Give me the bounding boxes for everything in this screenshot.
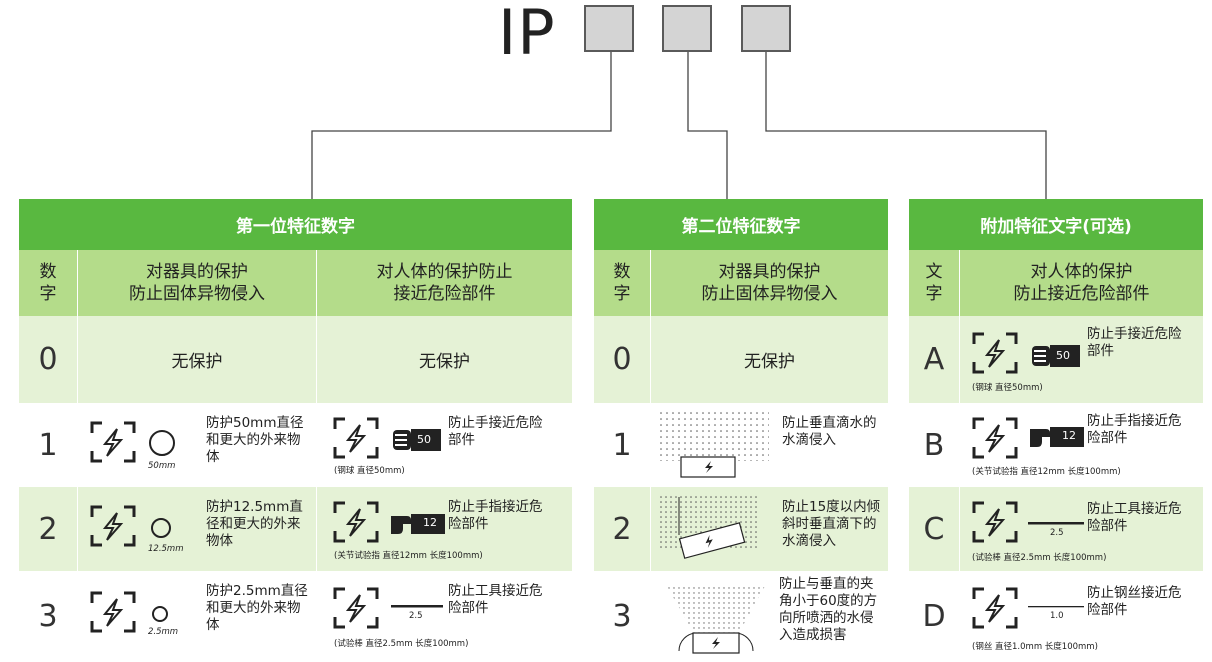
circle-probe-icon	[152, 606, 168, 622]
t1-r0-person: 无保护	[317, 316, 572, 403]
t3-rC-cell: 2.5 (试验棒 直径2.5mm 长度100mm) 防止工具接近危 险部件	[960, 487, 1203, 571]
t3-rD-rod-label: 1.0	[1050, 611, 1064, 621]
hazard-frame-icon	[90, 505, 136, 547]
water-spray-icon	[667, 586, 765, 654]
t1-r3-probe-mark: 2.5mm	[148, 627, 179, 637]
t2-r3-equip: 防止与垂直的夹 角小于60度的方 向所喷洒的水侵 入造成损害	[779, 576, 878, 643]
hazard-frame-icon	[90, 591, 136, 633]
t3-col-num: 文 字	[909, 250, 959, 316]
t3-rB-cell: 12 (关节试验指 直径12mm 长度100mm) 防止手指接近危 险部件	[960, 403, 1203, 487]
connector-lines	[311, 52, 1047, 199]
table-additional-letter: 附加特征文字(可选) 文 字 对人体的保护 防止接近危险部件 A 50 (钢球 …	[909, 199, 1203, 662]
t1-r2-person: 防止手指接近危 险部件	[448, 499, 543, 532]
t1-r2-num: 2	[19, 487, 77, 571]
digit-box-3	[741, 5, 791, 52]
wire-icon	[1028, 606, 1084, 608]
t2-r1-num: 1	[594, 403, 650, 487]
t3-rA-person: 防止手接近危险 部件	[1087, 326, 1182, 359]
hazard-frame-icon	[972, 417, 1018, 459]
t2-r3-num: 3	[594, 571, 650, 662]
table-second-digit: 第二位特征数字 数 字 对器具的保护 防止固体异物侵入 0 无保护 1 防止垂直…	[594, 199, 888, 662]
t1-r2-equip: 防护12.5mm直 径和更大的外来 物体	[206, 499, 303, 549]
t3-rB-caption: (关节试验指 直径12mm 长度100mm)	[972, 467, 1121, 477]
t2-r2-num: 2	[594, 487, 650, 571]
t3-rB-finger-label: 12	[1062, 429, 1076, 442]
t1-r3-equip: 防护2.5mm直径 和更大的外来物 体	[206, 583, 308, 633]
t2-r1-equip: 防止垂直滴水的 水滴侵入	[782, 415, 877, 448]
t1-r3-person: 防止工具接近危 险部件	[448, 583, 543, 616]
water-drops-icon	[659, 495, 759, 559]
t2-r2-equip: 防止15度以内倾 斜时垂直滴下的 水滴侵入	[782, 499, 881, 549]
t3-rA-caption: (钢球 直径50mm)	[972, 383, 1043, 393]
t1-r2-probe-mark: 12.5mm	[148, 544, 184, 554]
t1-r3-caption: (试验棒 直径2.5mm 长度100mm)	[334, 639, 469, 649]
t2-r2-equip-cell: 防止15度以内倾 斜时垂直滴下的 水滴侵入	[651, 487, 888, 571]
t1-r2-equip-cell: 12.5mm 防护12.5mm直 径和更大的外来 物体	[78, 487, 316, 571]
t1-r1-person-cell: 50 (钢球 直径50mm) 防止手接近危险 部件	[317, 403, 572, 487]
rod-icon	[391, 605, 443, 608]
t3-rD-caption: (钢丝 直径1.0mm 长度100mm)	[972, 642, 1098, 652]
t2-col-equip: 对器具的保护 防止固体异物侵入	[651, 250, 888, 316]
t3-rA-fist-label: 50	[1056, 349, 1070, 362]
t3-rD-cell: 1.0 (钢丝 直径1.0mm 长度100mm) 防止钢丝接近危 险部件	[960, 571, 1203, 662]
t1-r2-finger-label: 12	[423, 516, 437, 529]
hazard-frame-icon	[90, 421, 136, 463]
t3-rA-num: A	[909, 316, 959, 403]
t3-col-person: 对人体的保护 防止接近危险部件	[960, 250, 1203, 316]
t3-rC-num: C	[909, 487, 959, 571]
t3-rD-person: 防止钢丝接近危 险部件	[1087, 585, 1182, 618]
t3-rD-num: D	[909, 571, 959, 662]
hazard-frame-icon	[333, 501, 379, 543]
t3-rB-num: B	[909, 403, 959, 487]
hazard-frame-icon	[972, 332, 1018, 374]
table-first-digit: 第一位特征数字 数 字 对器具的保护 防止固体异物侵入 对人体的保护防止 接近危…	[19, 199, 572, 662]
water-drops-icon	[659, 411, 769, 478]
t3-rA-cell: 50 (钢球 直径50mm) 防止手接近危险 部件	[960, 316, 1203, 403]
digit-box-1	[584, 5, 634, 52]
t1-col-person: 对人体的保护防止 接近危险部件	[317, 250, 572, 316]
finger-icon	[1030, 427, 1084, 447]
t1-r1-fist-label: 50	[417, 433, 431, 446]
t2-r3-equip-cell: 防止与垂直的夹 角小于60度的方 向所喷洒的水侵 入造成损害	[651, 571, 888, 662]
t2-r0-num: 0	[594, 316, 650, 403]
t1-r1-probe-mark: 50mm	[148, 461, 176, 471]
t3-rC-person: 防止工具接近危 险部件	[1087, 501, 1182, 534]
fist-icon	[1032, 345, 1080, 367]
t1-r1-person: 防止手接近危险 部件	[448, 415, 543, 448]
table3-header: 附加特征文字(可选)	[909, 199, 1203, 250]
t1-r0-equip: 无保护	[78, 316, 316, 403]
t1-r1-caption: (钢球 直径50mm)	[334, 466, 405, 476]
digit-box-2	[662, 5, 712, 52]
t1-col-num: 数 字	[19, 250, 77, 316]
t1-col-equip: 对器具的保护 防止固体异物侵入	[78, 250, 316, 316]
circle-probe-icon	[151, 518, 171, 538]
t2-col-num: 数 字	[594, 250, 650, 316]
t3-rC-caption: (试验棒 直径2.5mm 长度100mm)	[972, 553, 1107, 563]
hazard-frame-icon	[972, 501, 1018, 543]
t1-r1-equip-cell: 50mm 防护50mm直径 和更大的外来物 体	[78, 403, 316, 487]
t3-rC-rod-label: 2.5	[1050, 528, 1064, 538]
rod-icon	[1028, 522, 1084, 525]
t1-r3-equip-cell: 2.5mm 防护2.5mm直径 和更大的外来物 体	[78, 571, 316, 662]
t1-r2-caption: (关节试验指 直径12mm 长度100mm)	[334, 551, 483, 561]
t2-r1-equip-cell: 防止垂直滴水的 水滴侵入	[651, 403, 888, 487]
t1-r3-num: 3	[19, 571, 77, 662]
hazard-frame-icon	[333, 417, 379, 459]
hazard-frame-icon	[333, 587, 379, 629]
table1-header: 第一位特征数字	[19, 199, 572, 250]
finger-icon	[391, 514, 445, 534]
table2-header: 第二位特征数字	[594, 199, 888, 250]
t1-r1-equip: 防护50mm直径 和更大的外来物 体	[206, 415, 304, 465]
circle-probe-icon	[149, 430, 175, 456]
t1-r3-person-cell: 2.5 (试验棒 直径2.5mm 长度100mm) 防止工具接近危 险部件	[317, 571, 572, 662]
t1-r1-num: 1	[19, 403, 77, 487]
t2-r0-equip: 无保护	[651, 316, 888, 403]
hazard-frame-icon	[972, 587, 1018, 629]
fist-icon	[393, 429, 441, 451]
t1-r0-num: 0	[19, 316, 77, 403]
t1-r2-person-cell: 12 (关节试验指 直径12mm 长度100mm) 防止手指接近危 险部件	[317, 487, 572, 571]
t3-rB-person: 防止手指接近危 险部件	[1087, 413, 1182, 446]
t1-r3-rod-label: 2.5	[409, 611, 423, 621]
ip-title: IP	[498, 0, 556, 69]
